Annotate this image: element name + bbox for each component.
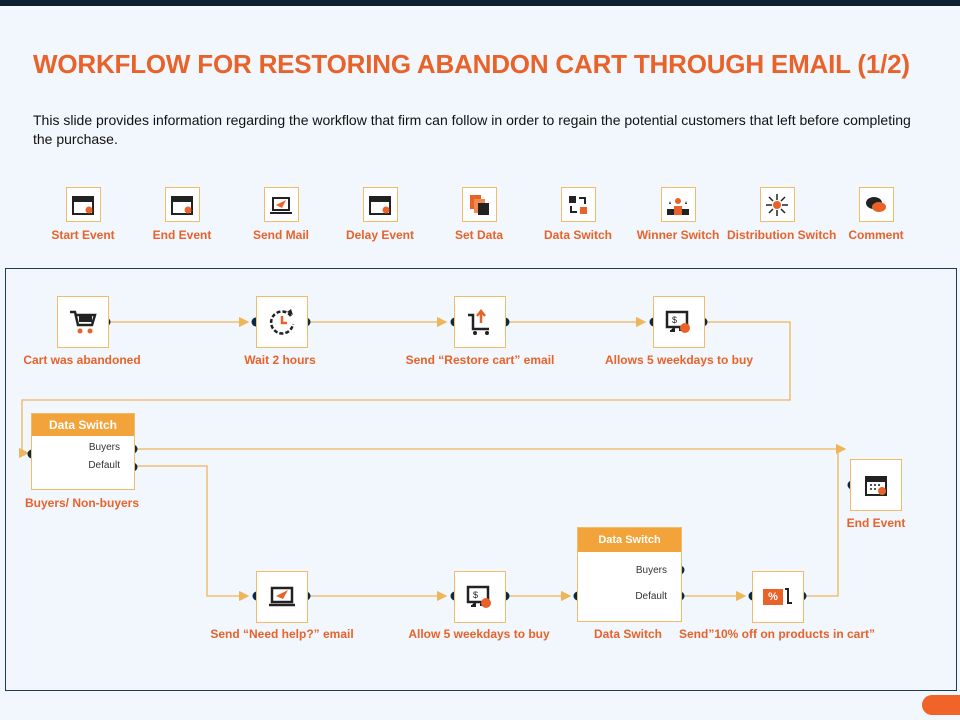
connector: [804, 449, 839, 597]
legend-label: Start Event: [51, 228, 115, 242]
calendar-delay-icon: [369, 195, 391, 215]
legend-icon-box: [858, 187, 894, 222]
cart-abandoned-node[interactable]: [57, 296, 109, 348]
default-option: Default: [635, 591, 667, 602]
svg-text:$: $: [672, 315, 677, 325]
page-indicator: [922, 695, 960, 715]
page-title: WORKFLOW FOR RESTORING ABANDON CART THRO…: [33, 49, 910, 79]
chat-icon: [866, 196, 886, 212]
calendar-start-icon: [72, 195, 94, 215]
legend-item[interactable]: Winner Switch: [628, 187, 728, 242]
legend-item[interactable]: Send Mail: [231, 187, 331, 242]
node-label: End Event: [846, 516, 906, 530]
legend-label: Delay Event: [345, 228, 415, 242]
node-label: Allows 5 weekdays to buy: [604, 353, 754, 367]
svg-text:$: $: [473, 590, 478, 600]
discount-offer-node[interactable]: %: [752, 571, 804, 623]
connector: [18, 321, 791, 459]
data-stack-icon: [470, 194, 489, 215]
legend-item[interactable]: Comment: [826, 187, 926, 242]
legend-label: Send Mail: [252, 228, 309, 242]
legend-icon-box: [362, 187, 398, 222]
allow-weekdays-node[interactable]: $: [454, 571, 506, 623]
restore-cart-email-node[interactable]: [454, 296, 506, 348]
podium-icon: [667, 197, 689, 215]
laptop-mail-icon: [269, 586, 295, 607]
workflow-frame: [5, 268, 957, 691]
legend-item[interactable]: End Event: [132, 187, 232, 242]
calendar-end-icon: [865, 476, 887, 496]
node-label: Send”10% off on products in cart”: [678, 627, 876, 641]
default-option: Default: [88, 460, 120, 471]
cart-icon: [70, 310, 97, 334]
cart-small-icon: [785, 588, 792, 604]
connector: [135, 465, 250, 602]
legend-icon-box: [263, 187, 299, 222]
data-switch-buyers[interactable]: Data Switch Buyers Default: [31, 413, 135, 490]
wait-node[interactable]: [256, 296, 308, 348]
legend-icon-box: [65, 187, 101, 222]
buyers-option: Buyers: [635, 565, 667, 576]
switch-header: Data Switch: [578, 528, 681, 552]
node-label: Buyers/ Non-buyers: [24, 496, 140, 510]
clock-refresh-icon: [269, 309, 295, 335]
legend-icon-box: [660, 187, 696, 222]
legend-item[interactable]: Distribution Switch: [727, 187, 837, 242]
node-label: Allow 5 weekdays to buy: [408, 627, 550, 641]
top-bar: [0, 0, 960, 6]
allows-weekdays-node[interactable]: $: [653, 296, 705, 348]
legend-item[interactable]: Data Switch: [528, 187, 628, 242]
switch-arrows-icon: [569, 195, 587, 214]
legend-label: Comment: [848, 228, 904, 242]
legend-label: Winner Switch: [636, 228, 720, 242]
percent-tag-icon: %: [763, 589, 783, 605]
calendar-end-icon: [171, 195, 193, 215]
buyers-option: Buyers: [88, 442, 120, 453]
legend-item[interactable]: Start Event: [33, 187, 133, 242]
legend-item[interactable]: Delay Event: [330, 187, 430, 242]
need-help-email-node[interactable]: [256, 571, 308, 623]
switch-header: Data Switch: [32, 414, 134, 436]
node-label: Wait 2 hours: [244, 353, 316, 367]
node-label: Data Switch: [593, 627, 663, 641]
distribution-icon: [766, 193, 788, 216]
legend-icon-box: [461, 187, 497, 222]
node-label: Send “Need help?” email: [210, 627, 354, 641]
data-switch-second[interactable]: Data Switch Buyers Default: [577, 527, 682, 622]
end-event-node[interactable]: [850, 459, 902, 511]
node-label: Cart was abandoned: [23, 353, 141, 367]
legend-label: Distribution Switch: [727, 228, 837, 242]
legend-label: Set Data: [454, 228, 504, 242]
legend-icon-box: [164, 187, 200, 222]
node-label: Send “Restore cart” email: [405, 353, 555, 367]
legend-label: End Event: [152, 228, 212, 242]
monitor-payment-icon: $: [466, 585, 491, 608]
monitor-payment-icon: $: [665, 310, 690, 333]
cart-upload-icon: [468, 308, 489, 335]
legend-icon-box: [759, 187, 795, 222]
laptop-mail-icon: [270, 196, 292, 214]
legend-icon-box: [560, 187, 596, 222]
legend-item[interactable]: Set Data: [429, 187, 529, 242]
legend-label: Data Switch: [543, 228, 612, 242]
description: This slide provides information regardin…: [33, 112, 911, 147]
